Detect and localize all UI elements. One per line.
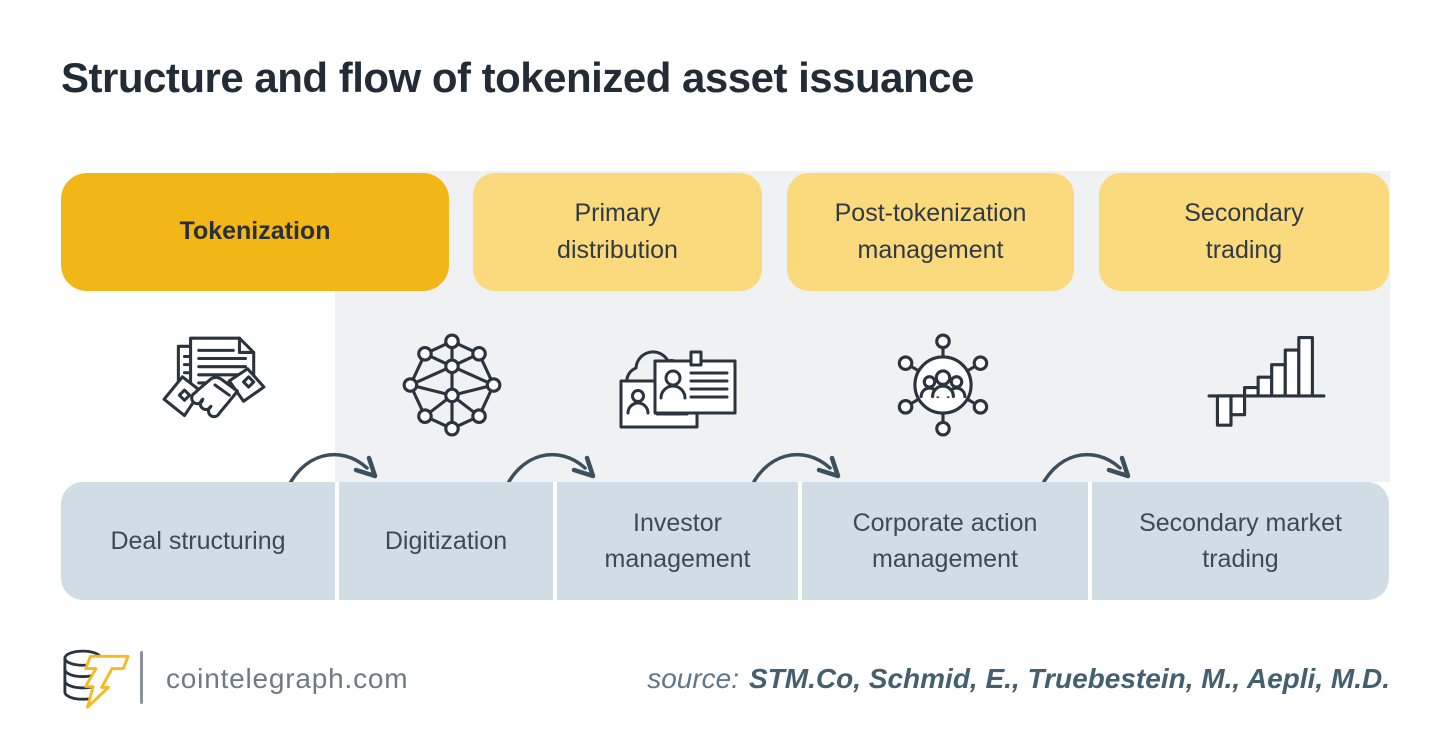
- source-names: STM.Co, Schmid, E., Truebestein, M., Aep…: [749, 663, 1390, 694]
- icon-slot-corporate-action: [891, 333, 995, 442]
- source-attribution: source: STM.Co, Schmid, E., Truebestein, …: [647, 663, 1390, 695]
- handshake-documents-icon: [162, 336, 266, 419]
- icon-slot-digitization: [400, 333, 504, 442]
- footer-divider: [140, 651, 143, 704]
- stage-label: Secondary trading: [1184, 198, 1304, 265]
- icon-slot-secondary-market: [1207, 333, 1327, 442]
- flow-arrow-4: [1030, 440, 1150, 504]
- stage-box-tokenization: Tokenization: [61, 173, 449, 291]
- icon-slot-investor-management: [615, 333, 740, 442]
- step-label: Corporate action management: [852, 508, 1038, 573]
- step-box-deal-structuring: Deal structuring: [61, 482, 335, 600]
- network-nodes-icon: [402, 333, 502, 437]
- step-label: Secondary market trading: [1139, 508, 1342, 573]
- stage-box-post-tokenization: Post-tokenization management: [787, 173, 1074, 291]
- step-box-investor-management: Investor management: [557, 482, 798, 600]
- people-hub-icon: [897, 333, 989, 437]
- step-box-secondary-market: Secondary market trading: [1092, 482, 1389, 600]
- id-cards-cloud-icon: [619, 350, 737, 429]
- site-url: cointelegraph.com: [166, 663, 409, 694]
- flow-arrow-3: [740, 440, 860, 504]
- icon-slot-deal-structuring: [158, 333, 270, 442]
- step-label: Digitization: [384, 526, 508, 555]
- step-label: Deal structuring: [110, 526, 286, 555]
- flow-arrow-1: [277, 440, 397, 504]
- stage-box-secondary-trading: Secondary trading: [1099, 173, 1389, 291]
- step-label: Investor management: [604, 508, 751, 573]
- cointelegraph-logo: [56, 645, 136, 716]
- stage-box-primary-distribution: Primary distribution: [473, 173, 762, 291]
- stage-label: Tokenization: [179, 217, 331, 246]
- step-box-corporate-action: Corporate action management: [802, 482, 1088, 600]
- source-label: source:: [647, 663, 740, 694]
- step-box-digitization: Digitization: [339, 482, 553, 600]
- stage-label: Post-tokenization management: [834, 198, 1027, 265]
- growth-bars-icon: [1207, 335, 1326, 427]
- page-title: Structure and flow of tokenized asset is…: [61, 54, 974, 101]
- coin-bolt-logo-icon: [63, 649, 130, 709]
- flow-arrow-2: [495, 440, 615, 504]
- stage-label: Primary distribution: [557, 198, 678, 265]
